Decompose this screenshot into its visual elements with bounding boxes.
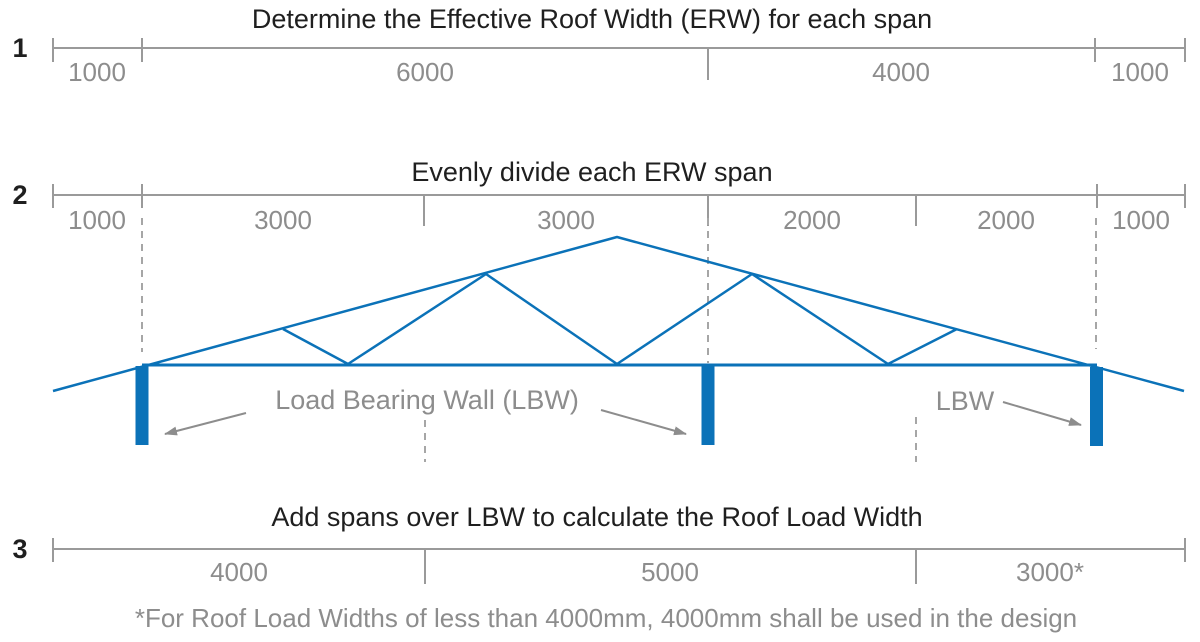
span-label: 2000: [977, 205, 1035, 235]
span-label: 3000*: [1016, 557, 1084, 587]
arrow-to-left-wall: [164, 412, 247, 436]
span-label: 5000: [641, 557, 699, 587]
roof-truss: [52, 235, 1185, 446]
span-label: 1000: [68, 205, 126, 235]
step-3-scale: Add spans over LBW to calculate the Roof…: [12, 502, 1186, 587]
span-label: 1000: [1112, 205, 1170, 235]
load-bearing-wall-left: [135, 366, 149, 445]
step-1-scale: Determine the Effective Roof Width (ERW)…: [12, 4, 1186, 87]
design-footnote: *For Roof Load Widths of less than 4000m…: [135, 603, 1077, 633]
step-2-scale: Evenly divide each ERW span 2 1000 3000 …: [12, 157, 1186, 235]
load-bearing-wall-middle: [701, 366, 715, 445]
span-label: 4000: [872, 57, 930, 87]
step-3-title: Add spans over LBW to calculate the Roof…: [271, 502, 922, 532]
load-bearing-wall-label: Load Bearing Wall (LBW): [275, 385, 579, 415]
lbw-label: LBW: [936, 386, 995, 416]
step-3-number: 3: [12, 534, 27, 564]
truss-web-members: [282, 272, 958, 366]
span-label: 3000: [254, 205, 312, 235]
span-label: 3000: [537, 205, 595, 235]
step-1-title: Determine the Effective Roof Width (ERW)…: [252, 4, 932, 34]
span-label: 6000: [396, 57, 454, 87]
arrow-to-middle-wall: [600, 409, 687, 436]
arrow-to-right-wall: [1002, 401, 1082, 426]
step-2-number: 2: [12, 180, 27, 210]
annotations: Load Bearing Wall (LBW) LBW: [164, 385, 1082, 436]
span-label: 1000: [68, 57, 126, 87]
span-label: 4000: [210, 557, 268, 587]
span-label: 1000: [1111, 57, 1169, 87]
step-1-number: 1: [12, 33, 27, 63]
guide-lines: [141, 218, 1097, 462]
span-label: 2000: [783, 205, 841, 235]
load-bearing-wall-right: [1090, 367, 1103, 446]
truss-rafters: [52, 235, 1185, 393]
step-2-title: Evenly divide each ERW span: [411, 157, 772, 187]
